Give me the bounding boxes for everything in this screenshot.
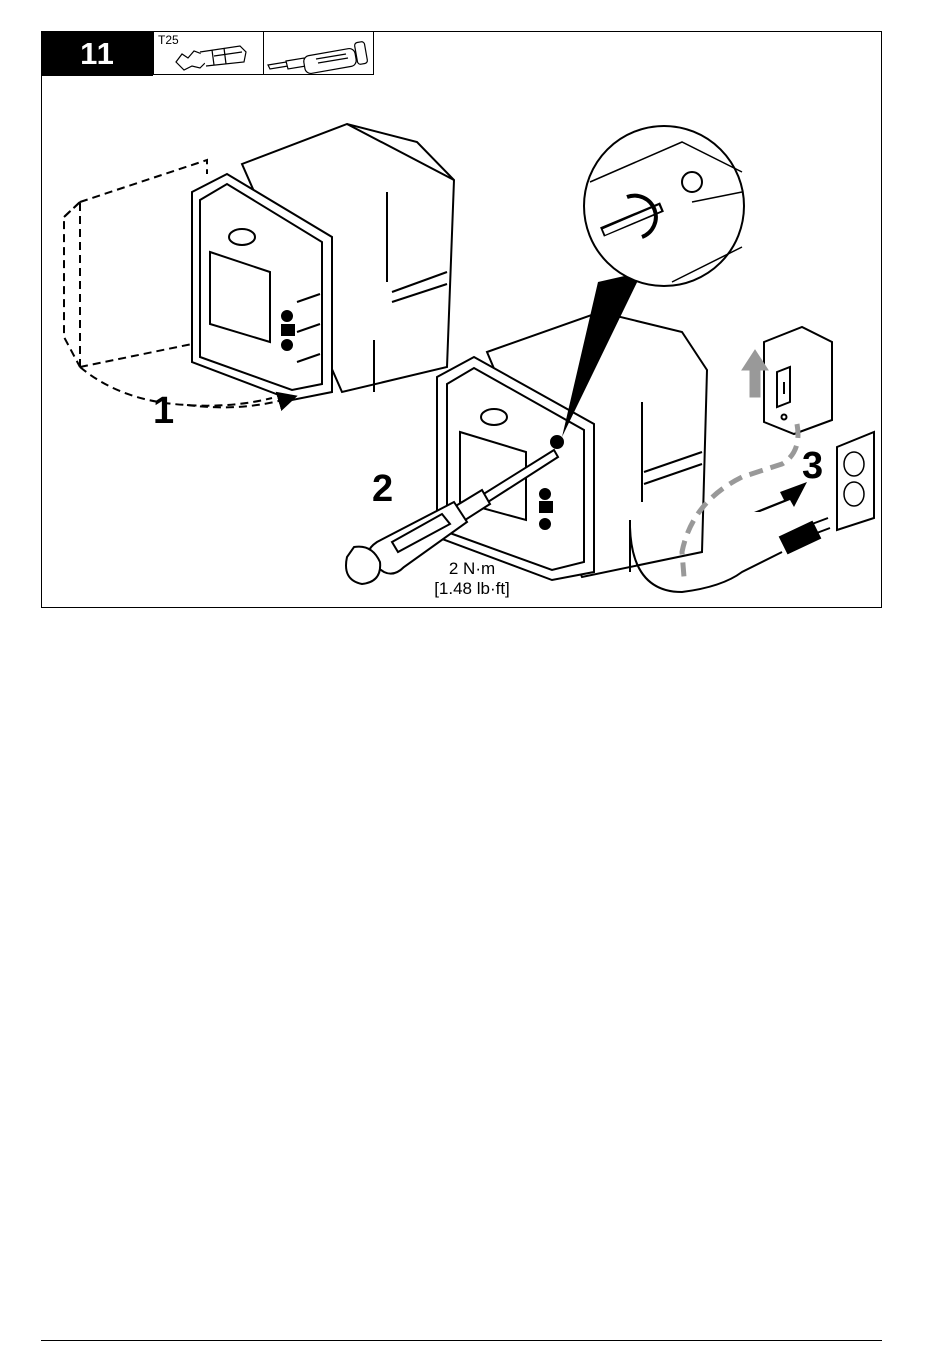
callout-2: 2 xyxy=(372,470,393,508)
torque-spec: 2 N·m [1.48 lb·ft] xyxy=(407,559,537,599)
controller-enclosure-icon xyxy=(192,124,454,400)
callout-1: 1 xyxy=(153,392,174,430)
rotation-arrow xyxy=(187,398,290,407)
power-switch-icon xyxy=(764,327,832,434)
push-arrow-icon xyxy=(754,482,807,512)
footer-rule xyxy=(41,1340,882,1341)
wall-outlet-icon xyxy=(837,432,874,530)
controller-enclosure-front-icon xyxy=(437,312,707,580)
illustration xyxy=(42,32,882,608)
torque-imperial: [1.48 lb·ft] xyxy=(407,579,537,599)
torque-metric: 2 N·m xyxy=(407,559,537,579)
figure-frame: 11 T25 xyxy=(41,31,882,608)
magnifier-detail-icon xyxy=(584,126,744,286)
callout-3: 3 xyxy=(802,447,823,485)
